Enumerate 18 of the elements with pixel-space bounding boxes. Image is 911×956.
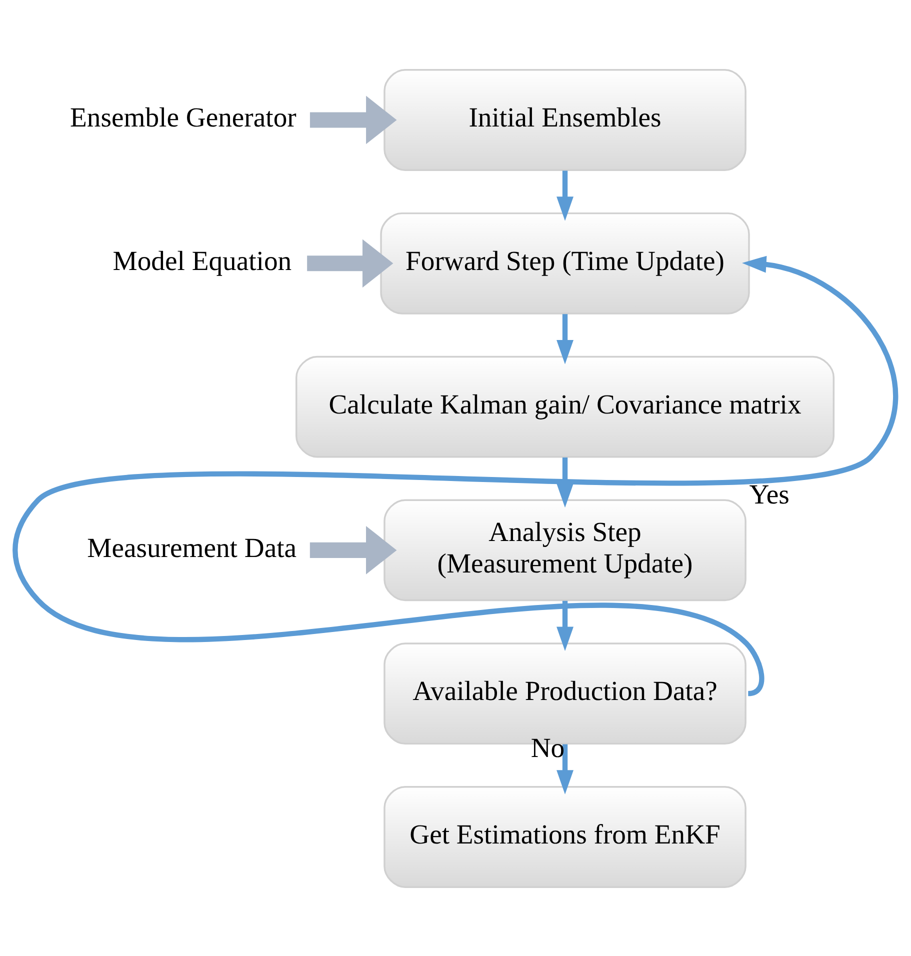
arrow: [556, 170, 574, 220]
edge-label: Yes: [749, 478, 790, 510]
node-box: Analysis Step (Measurement Update): [384, 498, 746, 601]
arrow: [556, 600, 574, 651]
node-box: Initial Ensembles: [384, 68, 746, 170]
node-text: Ensemble Generator: [70, 101, 296, 132]
node-text: Model Equation: [112, 244, 292, 276]
arrow: [12, 255, 898, 695]
arrow: [307, 238, 394, 288]
node-box: Calculate Kalman gain/ Covariance matrix: [296, 355, 835, 458]
arrow: [310, 526, 397, 574]
node-box: Forward Step (Time Update): [380, 212, 750, 314]
node-box: Get Estimations from EnKF: [384, 786, 746, 888]
arrow: [310, 95, 397, 144]
node-text: Measurement Data: [87, 531, 297, 562]
arrow: [556, 314, 574, 364]
arrow: [556, 744, 574, 794]
arrow: [556, 456, 574, 508]
